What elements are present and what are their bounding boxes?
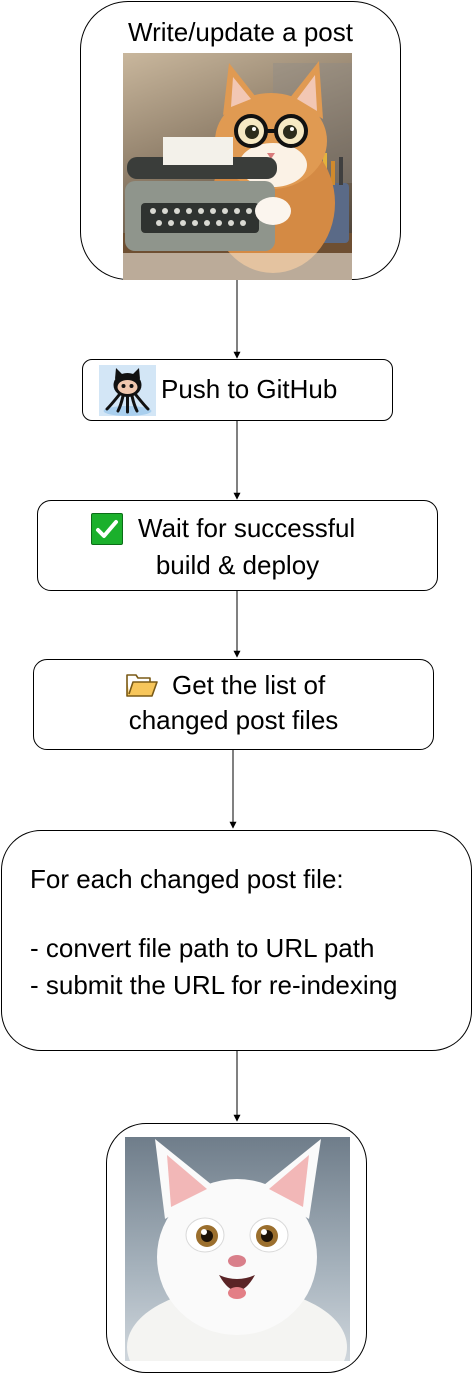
write-post-label: Write/update a post [128,17,353,47]
github-octocat-icon [99,365,156,416]
cat-typewriter-image [123,53,352,280]
write-post-node: Write/update a post [80,1,401,280]
foreach-item-submit: - submit the URL for re-indexing [30,970,398,1000]
changed-files-line1: Get the list of [172,670,326,700]
changed-files-node: Get the list of changed post files [33,659,434,750]
changed-files-line2: changed post files [128,705,339,735]
push-github-node: Push to GitHub [82,359,393,421]
happy-white-cat-image [125,1137,350,1361]
foreach-node: For each changed post file: - convert fi… [1,830,472,1051]
folder-icon [125,672,159,698]
foreach-item-convert: - convert file path to URL path [30,933,375,963]
wait-deploy-line2: build & deploy [155,550,320,580]
foreach-heading: For each changed post file: [30,864,344,894]
final-cat-node [106,1123,367,1373]
check-mark-icon [91,513,123,545]
push-github-label: Push to GitHub [161,374,338,404]
wait-deploy-node: Wait for successful build & deploy [37,500,438,591]
wait-deploy-line1: Wait for successful [138,513,356,543]
